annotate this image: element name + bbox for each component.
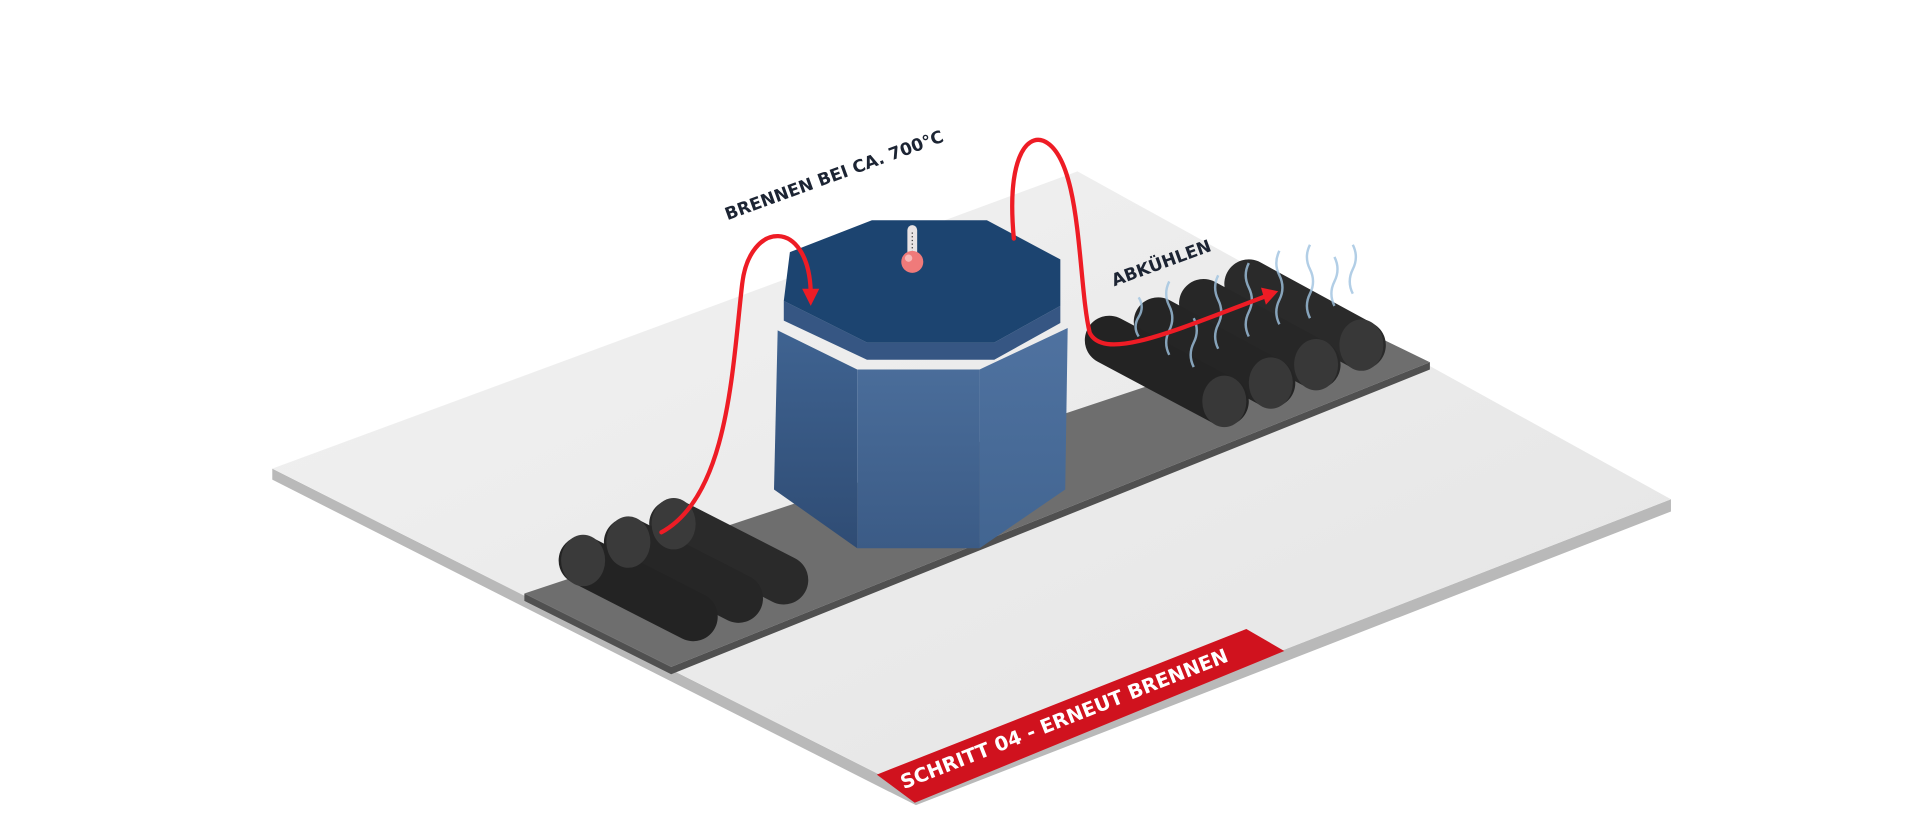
rollers-before	[558, 498, 809, 642]
arrow-head	[1261, 287, 1279, 305]
arrow-icon	[659, 137, 1269, 535]
firing-label: BRENNEN BEI CA. 700°C	[722, 127, 946, 225]
thermometer-icon	[901, 225, 924, 273]
arrow-head	[802, 288, 820, 306]
steam-icon	[1134, 244, 1358, 368]
kiln-lid	[783, 220, 1061, 343]
kiln	[774, 220, 1068, 549]
